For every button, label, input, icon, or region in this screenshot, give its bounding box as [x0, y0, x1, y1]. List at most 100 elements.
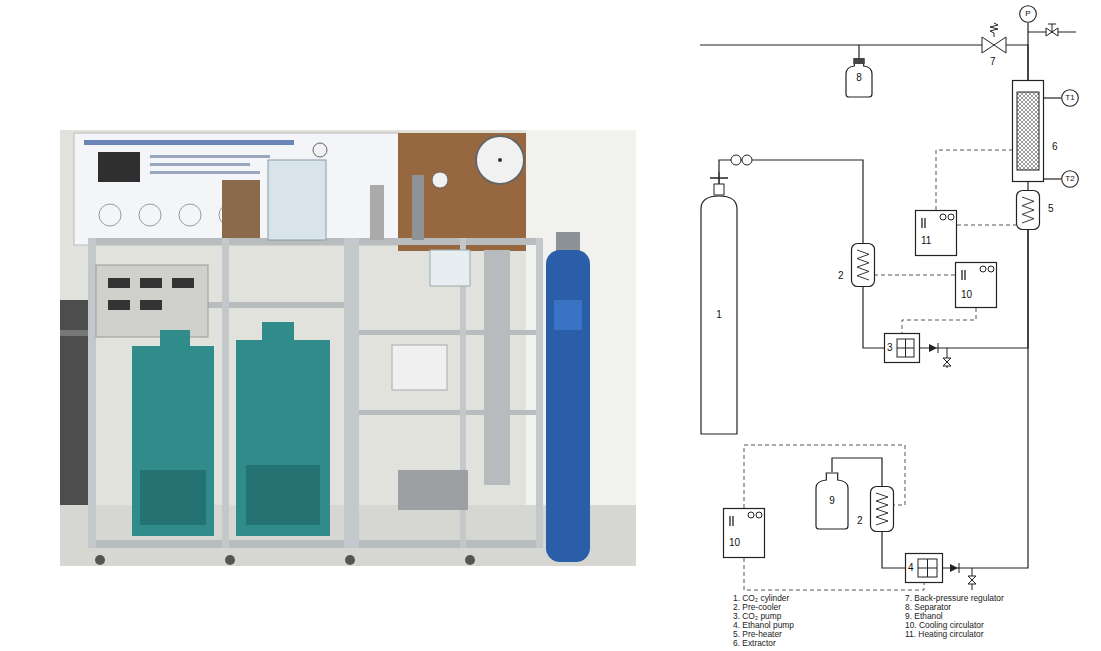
circle-outline [1062, 171, 1079, 188]
regulator-spring [990, 23, 998, 37]
photo-wheels [95, 555, 105, 565]
process-pipe [859, 45, 982, 58]
photo-co2-cylinder [546, 232, 590, 562]
photo-extraction-rig [476, 136, 524, 184]
legend-key-entry: 10. Cooling circulator [905, 621, 984, 629]
photo-frame [352, 540, 542, 548]
photo-desk [60, 300, 88, 505]
photo-extraction-rig [313, 143, 327, 157]
photo-chiller [262, 322, 294, 344]
photo-control-box [140, 278, 162, 288]
drain-valve [943, 348, 976, 590]
circ-outline [955, 262, 997, 308]
process-pipe [1044, 178, 1061, 179]
cylinder-valve [719, 172, 720, 184]
back-pressure-regulator: 7 [982, 37, 1006, 53]
pressure-line-valve [1028, 24, 1076, 36]
photo-chiller [236, 340, 330, 536]
coil-outline [852, 244, 875, 287]
pump-outline [897, 339, 914, 357]
extractor-outline [1013, 81, 1044, 182]
photo-extraction-rig [498, 158, 502, 162]
bpr-outline [982, 37, 1006, 53]
circ-outline [732, 516, 733, 526]
coil-outline [851, 243, 875, 287]
photo-extraction-rig [432, 172, 448, 188]
process-pipe [943, 230, 1028, 568]
check-valve [950, 564, 958, 572]
component-number: 2 [857, 516, 863, 526]
photo-control-box [108, 278, 130, 288]
photo-frame [88, 540, 352, 548]
pre-cooler: 2 [851, 243, 875, 287]
photo-frame [88, 238, 543, 548]
photo-wheels [225, 555, 235, 565]
vent-line [700, 44, 859, 45]
photo-chiller [160, 330, 190, 352]
co2-cylinder: 1 [700, 195, 738, 435]
photo-control-box [172, 278, 194, 288]
cylinder-valve [714, 184, 724, 195]
cylinder-valve [710, 155, 752, 195]
photo-wheels [95, 555, 475, 565]
photo-extraction-rig [370, 185, 384, 240]
photo-control-box [96, 265, 208, 337]
bpr-outline [982, 37, 1006, 53]
photo-extraction-rig [222, 180, 260, 238]
coil-outline [1017, 191, 1040, 230]
circ-outline [724, 509, 765, 558]
pump-outline [906, 554, 943, 583]
photo-poster [74, 133, 399, 245]
photo-extraction-rig [392, 345, 447, 390]
circ-outline [948, 214, 954, 220]
circle-outline [1062, 90, 1079, 107]
coil-outline [871, 487, 894, 532]
photo-desk [60, 330, 88, 336]
circ-outline [964, 270, 965, 280]
photo-wall [60, 130, 636, 566]
pump-outline [905, 339, 906, 357]
photo-wheels [465, 555, 475, 565]
sep-outline [846, 59, 872, 97]
temperature-gauge: T2 [1061, 170, 1079, 188]
photo-co2-cylinder [546, 250, 590, 562]
photo-extraction-rig [484, 250, 510, 485]
cylinder-valve [742, 155, 752, 165]
photo-wall [60, 130, 636, 566]
pre-heater: 5 [1016, 190, 1040, 230]
ethanol-pump: 4 [905, 553, 943, 583]
pump-outline [885, 334, 920, 363]
legend-key-entry: 6. Extractor [733, 639, 776, 647]
photo-extraction-rig [222, 136, 524, 510]
cooling-circulator: 10 [955, 262, 997, 308]
coil-outline [1016, 190, 1040, 230]
check-valve [938, 343, 939, 353]
photo-frame [352, 330, 542, 335]
temperature-gauge: T1 [1061, 89, 1079, 107]
photo-chiller [246, 465, 320, 525]
pressure-line-valve [1048, 24, 1056, 25]
circ-outline [916, 211, 957, 256]
pressure-gauge: P [1019, 5, 1037, 23]
co2-pump: 3 [884, 333, 920, 363]
photo-control-box [96, 265, 208, 337]
photo-extraction-rig [268, 160, 326, 240]
component-number: 1 [716, 310, 722, 320]
vent-line [700, 45, 859, 46]
component-number: 6 [1052, 142, 1058, 152]
coil-outline [857, 250, 869, 280]
photo-wheels [345, 555, 355, 565]
circ-outline [961, 270, 962, 280]
process-pipe [1006, 45, 1028, 80]
coolant-line [902, 308, 976, 333]
check-valve [929, 343, 959, 573]
component-number: 2 [838, 271, 844, 281]
photo-control-box [108, 300, 130, 310]
process-pipe [719, 160, 863, 243]
component-number: 9 [829, 496, 835, 506]
coil-outline [876, 493, 888, 525]
pre-cooler: 2 [870, 486, 894, 532]
pump-outline [918, 559, 937, 577]
